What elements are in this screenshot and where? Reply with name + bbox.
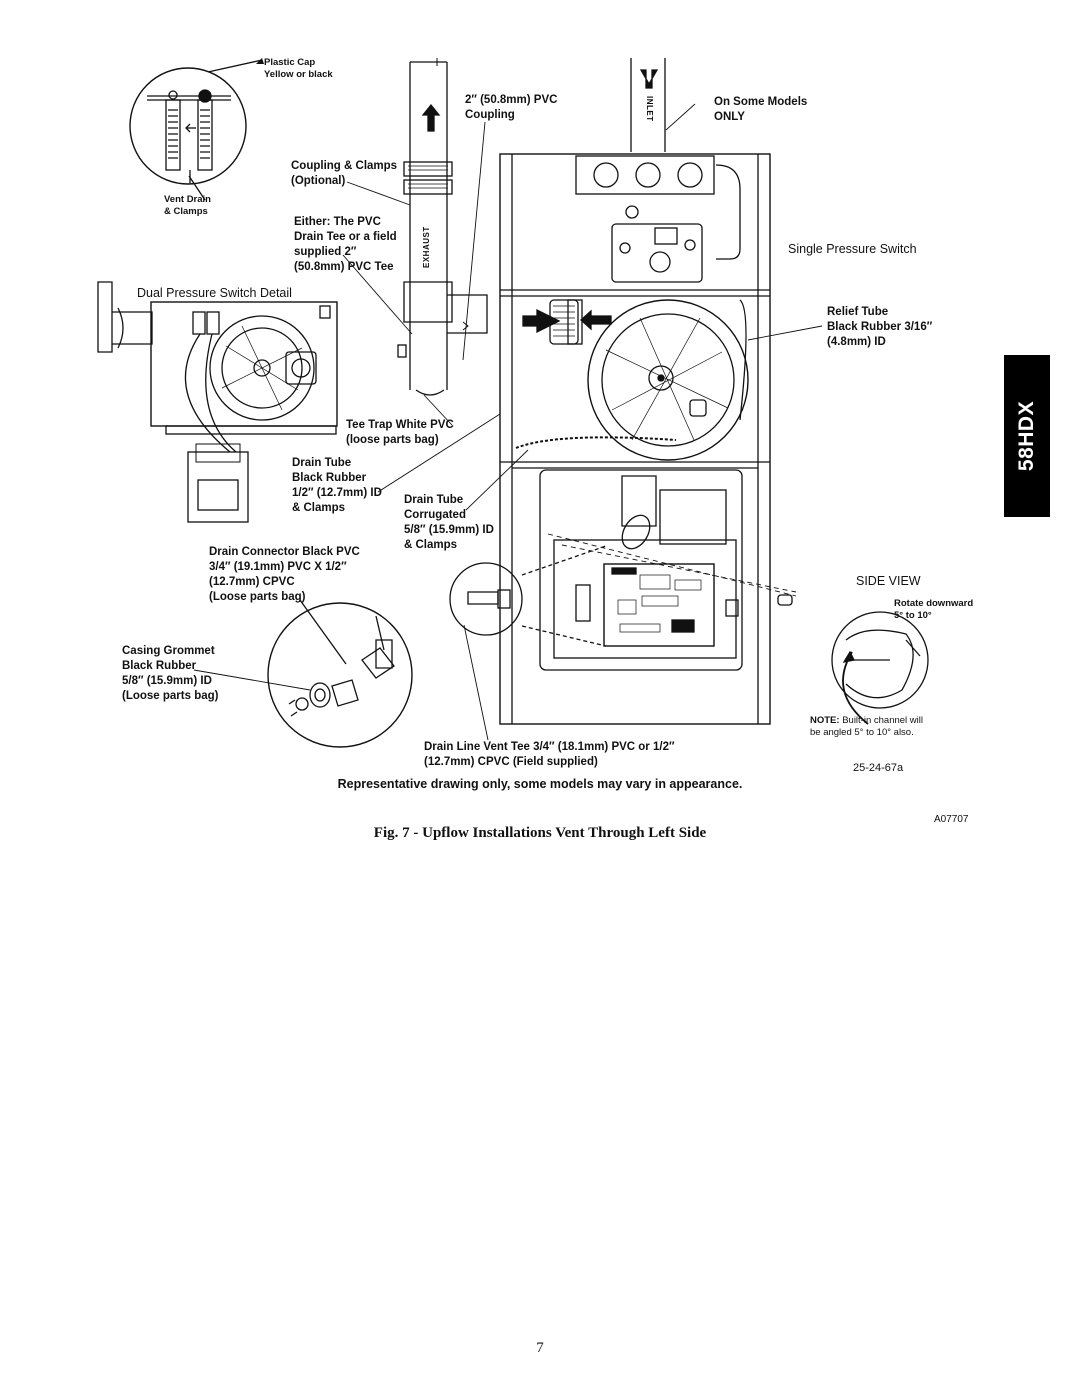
either-pvc-line2: Drain Tee or a field [294,231,397,243]
gas-valve-assembly [575,155,741,283]
casing-grommet-line3: 5/8″ (15.9mm) ID [122,675,212,687]
side-view-circle [831,611,929,725]
on-some-models-line2: ONLY [714,111,745,123]
dual-pressure-switch-detail [97,281,338,523]
drain-tube-black-line3: 1/2″ (12.7mm) ID [292,487,382,499]
rotate-downward-line2: 5° to 10° [894,610,932,621]
plastic-cap-line1: Plastic Cap [264,57,316,68]
plastic-cap-label: Plastic Cap Yellow or black [264,57,333,81]
note-text-line1: Built-in channel will [839,715,923,726]
casing-grommet-line4: (Loose parts bag) [122,690,219,702]
rotate-downward-line1: Rotate downward [894,598,974,609]
casing-grommet-line2: Black Rubber [122,660,197,672]
drain-line-vent-tee-line2: (12.7mm) CPVC (Field supplied) [424,756,598,768]
either-pvc-line4: (50.8mm) PVC Tee [294,261,394,273]
furnace-cabinet [499,153,771,725]
drain-connector-label: Drain Connector Black PVC 3/4″ (19.1mm) … [209,545,360,605]
inducer-blower [515,299,749,461]
drain-line-vent-tee-line1: Drain Line Vent Tee 3/4″ (18.1mm) PVC or… [424,741,675,753]
either-pvc-line1: Either: The PVC [294,216,381,228]
either-pvc-line3: supplied 2″ [294,246,357,258]
drain-trap-circle [449,545,607,647]
note-text-line2: be angled 5° to 10° also. [810,727,914,738]
drain-connector-line2: 3/4″ (19.1mm) PVC X 1/2″ [209,561,347,573]
drain-tube-black-line1: Drain Tube [292,457,352,469]
coupling-clamps-line1: Coupling & Clamps [291,160,398,172]
note-prefix: NOTE: [810,715,840,726]
coupling-clamps-label: Coupling & Clamps (Optional) [291,159,397,189]
casing-grommet-label: Casing Grommet Black Rubber 5/8″ (15.9mm… [122,644,218,704]
drain-tube-corrugated-line2: Corrugated [404,509,466,521]
control-board [547,475,797,647]
drain-tube-corrugated-label: Drain Tube Corrugated 5/8″ (15.9mm) ID &… [404,493,494,553]
drain-connector-detail [267,599,413,748]
drain-tube-black-label: Drain Tube Black Rubber 1/2″ (12.7mm) ID… [292,456,382,516]
exhaust-text: EXHAUST [422,226,431,268]
model-side-tab-label: 58HDX [1015,400,1038,472]
dual-pressure-switch-label: Dual Pressure Switch Detail [137,286,292,300]
rotate-downward-label: Rotate downward 5° to 10° [894,598,973,622]
inlet-text: INLET [645,96,654,122]
relief-tube-line2: Black Rubber 3/16″ [827,321,933,333]
relief-tube-line3: (4.8mm) ID [827,336,886,348]
figure-caption: Fig. 7 - Upflow Installations Vent Throu… [373,825,707,841]
pvc-coupling-line1: 2″ (50.8mm) PVC [465,94,558,106]
part-number: 25-24-67a [853,762,904,774]
either-pvc-label: Either: The PVC Drain Tee or a field sup… [294,215,397,275]
on-some-models-line1: On Some Models [714,96,808,108]
tee-trap-line1: Tee Trap White PVC [346,419,454,431]
drain-tube-black-line2: Black Rubber [292,472,367,484]
note-label: NOTE: Built-in channel will be angled 5°… [810,715,923,739]
side-view-label: SIDE VIEW [856,574,921,588]
flow-arrows [256,58,264,64]
drain-tube-corrugated-line1: Drain Tube [404,494,464,506]
pvc-coupling-line2: Coupling [465,109,515,121]
representative-note: Representative drawing only, some models… [337,777,743,791]
relief-tube-line1: Relief Tube [827,306,889,318]
vent-drain-line2: & Clamps [164,206,208,217]
exhaust-pipe [397,58,488,396]
drain-tube-black-line4: & Clamps [292,502,346,514]
leader-lines [193,103,823,741]
drain-line-vent-tee-label: Drain Line Vent Tee 3/4″ (18.1mm) PVC or… [424,740,674,770]
coupling-clamps-line2: (Optional) [291,175,346,187]
single-pressure-switch-label: Single Pressure Switch [788,242,917,256]
drawing-id: A07707 [934,814,969,825]
inlet-pipe [630,58,666,152]
model-side-tab: 58HDX [1004,355,1050,517]
tee-trap-line2: (loose parts bag) [346,434,439,446]
plastic-cap-line2: Yellow or black [264,69,333,80]
tee-trap-label: Tee Trap White PVC (loose parts bag) [346,418,454,448]
drain-tube-corrugated-line4: & Clamps [404,539,458,551]
page-number: 7 [536,1340,544,1356]
vent-drain-detail [129,59,263,201]
vent-drain-line1: Vent Drain [164,194,211,205]
drain-connector-line1: Drain Connector Black PVC [209,546,360,558]
on-some-models-label: On Some Models ONLY [714,95,807,125]
relief-tube-label: Relief Tube Black Rubber 3/16″ (4.8mm) I… [827,305,932,350]
drain-connector-line3: (12.7mm) CPVC [209,576,295,588]
pvc-coupling-label: 2″ (50.8mm) PVC Coupling [465,93,557,123]
drain-tube-corrugated-line3: 5/8″ (15.9mm) ID [404,524,494,536]
casing-grommet-line1: Casing Grommet [122,645,215,657]
vent-drain-label: Vent Drain & Clamps [164,194,211,218]
drain-connector-line4: (Loose parts bag) [209,591,306,603]
